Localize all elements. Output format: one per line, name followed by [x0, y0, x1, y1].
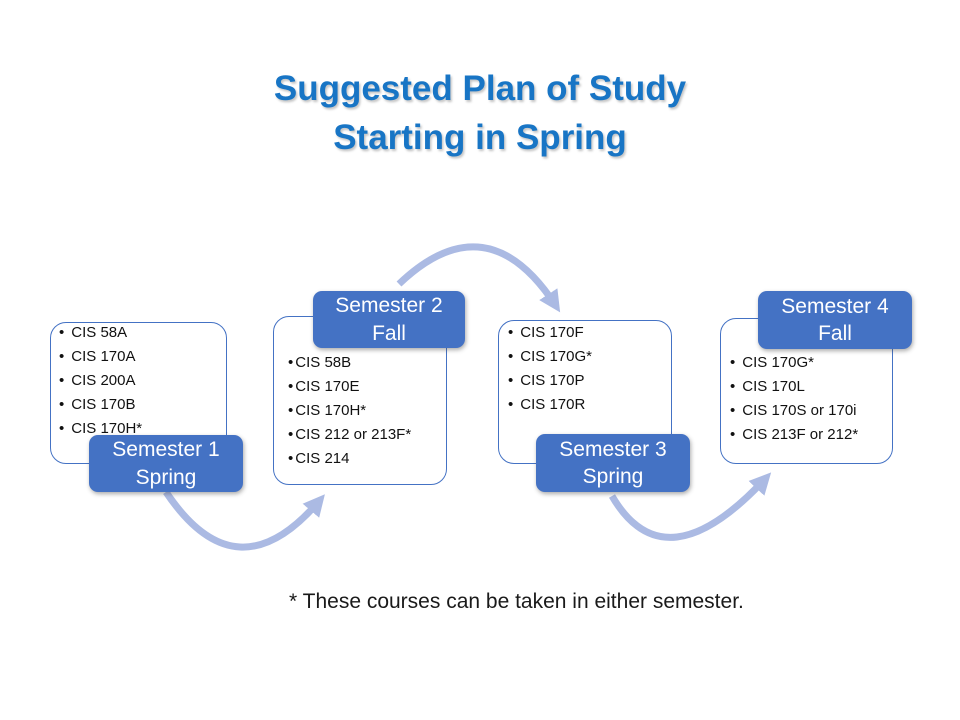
course-text: CIS 170E: [295, 378, 360, 395]
course-item: •CIS 214: [288, 450, 411, 474]
semester-label-4: Semester 4 Fall: [758, 291, 912, 349]
semester-label-line-1: Semester 2: [335, 294, 443, 317]
course-item: • CIS 170B: [59, 396, 142, 420]
bullet-glyph: •: [288, 354, 294, 371]
semester-label-line-1: Semester 4: [781, 294, 889, 318]
bullet-glyph: •: [288, 450, 294, 467]
semester-label-line-2: Spring: [135, 465, 197, 489]
bullet-glyph: •: [508, 324, 514, 341]
course-item: • CIS 170S or 170i: [730, 402, 858, 426]
course-item: • CIS 170A: [59, 348, 142, 372]
bullet-glyph: •: [59, 372, 65, 389]
course-text: CIS 200A: [71, 372, 136, 389]
arrow-semester1-to-semester2-icon: [163, 490, 325, 551]
title-line-1: Suggested Plan of Study: [273, 69, 687, 108]
bullet-glyph: •: [508, 396, 514, 413]
course-text: CIS 170H*: [295, 402, 367, 419]
course-text: CIS 170P: [520, 372, 585, 389]
course-text: CIS 58B: [295, 354, 352, 371]
course-list-semester-4: • CIS 170G* • CIS 170L • CIS 170S or 170i •…: [730, 354, 858, 450]
footnote: * These courses can be taken in either s…: [289, 590, 744, 613]
course-text: CIS 170S or 170i: [742, 402, 857, 419]
course-item: • CIS 58A: [59, 324, 142, 348]
bullet-glyph: •: [288, 426, 294, 443]
semester-label-3: Semester 3 Spring: [536, 434, 690, 492]
semester-label-line-1: Semester 3: [559, 437, 667, 461]
bullet-glyph: •: [59, 348, 65, 365]
semester-label-1: Semester 1 Spring: [89, 435, 243, 492]
course-text: CIS 212 or 213F*: [295, 426, 412, 443]
course-item: • CIS 170L: [730, 378, 858, 402]
arrow-semester3-to-semester4-icon: [608, 472, 772, 541]
semester-label-line-2: Fall: [372, 321, 406, 345]
course-item: •CIS 58B: [288, 354, 411, 378]
course-text: CIS 170H*: [71, 420, 143, 437]
course-text: CIS 170B: [71, 396, 136, 413]
bullet-glyph: •: [508, 348, 514, 365]
course-item: • CIS 170G*: [730, 354, 858, 378]
course-item: •CIS 170H*: [288, 402, 411, 426]
course-text: CIS 170F: [520, 324, 584, 341]
bullet-glyph: •: [59, 420, 65, 437]
arrow-semester2-to-semester3-icon: [396, 243, 561, 313]
bullet-glyph: •: [59, 396, 65, 413]
semester-label-line-2: Fall: [818, 322, 852, 345]
course-text: CIS 58A: [71, 324, 128, 341]
course-item: • CIS 170F: [508, 324, 592, 348]
bullet-glyph: •: [288, 402, 294, 419]
course-text: CIS 213F or 212*: [742, 426, 859, 443]
bullet-glyph: •: [508, 372, 514, 389]
bullet-glyph: •: [59, 324, 65, 341]
course-text: CIS 170A: [71, 348, 136, 365]
course-list-semester-1: • CIS 58A • CIS 170A • CIS 200A • CIS 170B •…: [59, 324, 142, 444]
course-item: • CIS 170G*: [508, 348, 592, 372]
course-item: • CIS 170R: [508, 396, 592, 420]
course-list-semester-2: •CIS 58B •CIS 170E •CIS 170H* •CIS 212 o…: [288, 354, 411, 474]
semester-label-2: Semester 2 Fall: [313, 291, 465, 348]
bullet-glyph: •: [730, 354, 736, 371]
course-text: CIS 170G*: [742, 354, 814, 371]
course-item: • CIS 200A: [59, 372, 142, 396]
course-item: • CIS 170H*: [59, 420, 142, 444]
bullet-glyph: •: [730, 426, 736, 443]
semester-label-line-2: Spring: [582, 465, 644, 488]
course-list-semester-3: • CIS 170F • CIS 170G* • CIS 170P • CIS 170R: [508, 324, 592, 420]
semester-label-line-1: Semester 1: [112, 438, 220, 461]
course-text: CIS 170G*: [520, 348, 592, 365]
title-line-2: Starting in Spring: [333, 118, 627, 157]
course-text: CIS 214: [295, 450, 350, 467]
slide-title: Suggested Plan of Study Starting in Spri…: [0, 64, 960, 162]
course-text: CIS 170R: [520, 396, 586, 413]
course-text: CIS 170L: [742, 378, 805, 395]
course-item: • CIS 170P: [508, 372, 592, 396]
bullet-glyph: •: [730, 378, 736, 395]
bullet-glyph: •: [288, 378, 294, 395]
course-item: • CIS 213F or 212*: [730, 426, 858, 450]
course-item: •CIS 212 or 213F*: [288, 426, 411, 450]
bullet-glyph: •: [730, 402, 736, 419]
course-item: •CIS 170E: [288, 378, 411, 402]
